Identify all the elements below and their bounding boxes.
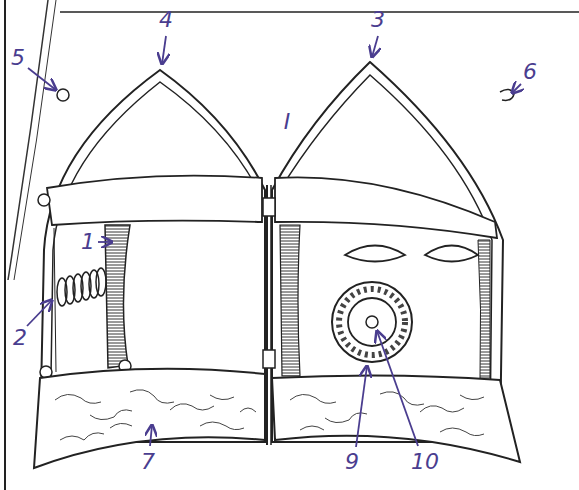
- eye-slit: [345, 246, 405, 262]
- fur-stroke: [460, 395, 484, 400]
- fur-stroke: [130, 390, 174, 403]
- fur-stroke: [300, 426, 324, 430]
- callout-number: 10: [411, 449, 439, 474]
- fur-stroke: [290, 394, 336, 403]
- helmet-band: [47, 176, 262, 225]
- spring-coil: [96, 268, 106, 296]
- helmet-band: [275, 177, 497, 238]
- leader-arrow: [356, 366, 367, 447]
- callout-number: 1: [81, 229, 95, 254]
- callout-number: 4: [159, 7, 173, 32]
- figure-numeral: I: [284, 109, 291, 134]
- fur-stroke: [110, 423, 132, 428]
- ring: [57, 89, 69, 101]
- side-wall: [478, 240, 490, 378]
- fur-stroke: [210, 395, 234, 400]
- fur-stroke: [170, 404, 214, 410]
- leader-arrow: [98, 241, 112, 243]
- side-wall: [280, 225, 300, 376]
- eye-slit: [425, 246, 478, 262]
- callout-number: 9: [345, 449, 359, 474]
- leader-arrow: [512, 84, 521, 93]
- fur-stroke: [200, 422, 244, 430]
- leader-arrow: [28, 68, 56, 90]
- fur-stroke: [440, 428, 484, 436]
- leader-arrow: [377, 331, 418, 446]
- leader-lines: [27, 36, 521, 447]
- rosette-center: [366, 316, 378, 328]
- fur-stroke: [60, 433, 104, 440]
- callout-number: 6: [523, 59, 537, 84]
- rosette: [332, 282, 412, 362]
- fur-stroke: [420, 406, 464, 412]
- fur-texture: [55, 390, 484, 440]
- callout-number: 5: [11, 45, 25, 70]
- back-plate: [105, 225, 130, 368]
- rosette-scallops: [339, 289, 405, 355]
- rosette-inner: [348, 298, 396, 346]
- leader-arrow: [372, 36, 378, 57]
- leader-arrow: [27, 300, 52, 326]
- leader-arrow: [150, 425, 152, 446]
- wall-line: [54, 228, 56, 372]
- ring: [38, 194, 50, 206]
- hinge: [263, 198, 275, 216]
- hinge: [263, 350, 275, 368]
- fur-stroke: [240, 408, 256, 412]
- frame-line: [4, 0, 6, 490]
- callout-number: 7: [141, 449, 155, 474]
- fur-stroke: [55, 394, 101, 403]
- hinge-line: [270, 185, 272, 445]
- frame-line: [60, 11, 579, 13]
- background-arc: [8, 0, 48, 280]
- hinge-line: [266, 185, 268, 445]
- callout-number: 3: [371, 7, 385, 32]
- leader-arrow: [162, 36, 166, 64]
- fur-trim: [272, 375, 520, 462]
- spring: [57, 268, 106, 306]
- fur-stroke: [90, 410, 132, 420]
- hook: [500, 89, 514, 100]
- callout-number: 2: [13, 325, 27, 350]
